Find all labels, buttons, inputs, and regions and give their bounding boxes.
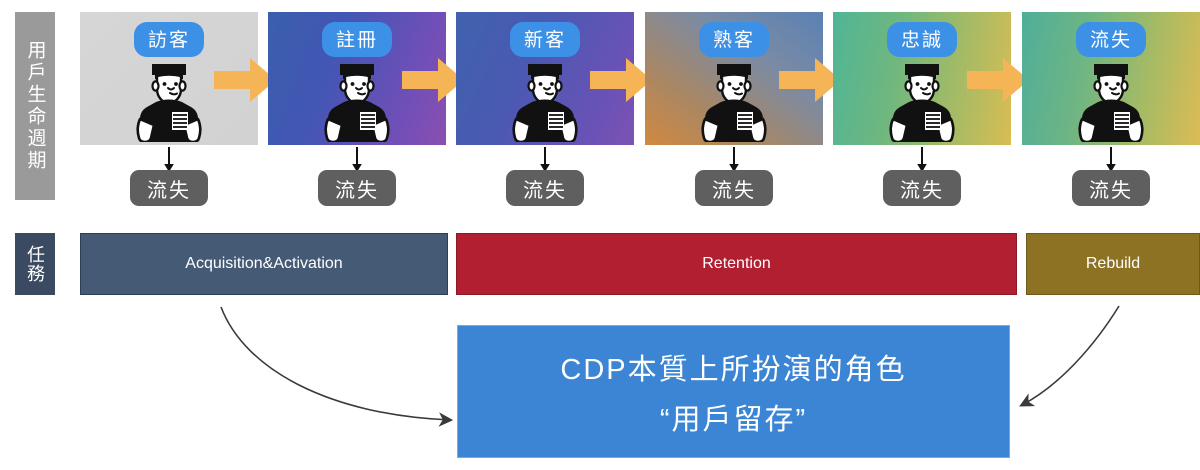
stage-label-chip: 新客 (509, 22, 581, 57)
stage-label-chip: 忠誠 (886, 22, 958, 57)
cdp-callout-box: CDP本質上所扮演的角色 “用戶留存” (457, 325, 1010, 458)
task-row-label: 任務 (15, 233, 55, 295)
lifecycle-stage-card[interactable]: 流失 (1022, 12, 1200, 145)
cdp-subtitle-line: “用戶留存” (659, 403, 808, 436)
churn-drop-arrow (162, 147, 176, 178)
task-bar[interactable]: Retention (456, 233, 1017, 295)
churn-drop-arrow-icon (917, 147, 927, 172)
left-curved-arrow (220, 306, 454, 427)
person-avatar-icon (324, 64, 390, 144)
flow-arrow-icon (214, 58, 276, 102)
stage-flow-arrow (590, 58, 652, 107)
churn-drop-arrow (1104, 147, 1118, 178)
stage-label-chip: 註冊 (321, 22, 393, 57)
churn-drop-arrow (538, 147, 552, 178)
churn-pill[interactable]: 流失 (506, 170, 584, 206)
stage-label-chip: 流失 (1075, 22, 1147, 57)
stage-label-chip: 熟客 (698, 22, 770, 57)
stage-label-chip: 訪客 (133, 22, 205, 57)
person-avatar-icon (512, 64, 578, 144)
right-curved-arrow (1019, 305, 1120, 407)
cdp-title-line: CDP本質上所扮演的角色 (560, 353, 907, 386)
churn-drop-arrow (915, 147, 929, 178)
flow-arrow-icon (402, 58, 464, 102)
stage-flow-arrow (402, 58, 464, 107)
churn-drop-arrow-icon (164, 147, 174, 172)
person-avatar-icon (701, 64, 767, 144)
stage-avatar (126, 46, 212, 147)
stage-avatar (314, 46, 400, 147)
churn-pill[interactable]: 流失 (1072, 170, 1150, 206)
person-avatar-icon (1078, 64, 1144, 144)
stage-avatar (879, 46, 965, 147)
churn-drop-arrow-icon (729, 147, 739, 172)
churn-drop-arrow-icon (1106, 147, 1116, 172)
stage-flow-arrow (779, 58, 841, 107)
stage-avatar (1068, 46, 1154, 147)
lifecycle-stage-card[interactable]: 新客 (456, 12, 634, 145)
lifecycle-row-label: 用戶生命週期 (15, 12, 55, 200)
churn-drop-arrow-icon (540, 147, 550, 172)
flow-arrow-icon (590, 58, 652, 102)
stage-avatar (502, 46, 588, 147)
stage-flow-arrow (967, 58, 1029, 107)
flow-arrow-icon (779, 58, 841, 102)
flow-arrow-icon (967, 58, 1029, 102)
person-avatar-icon (136, 64, 202, 144)
churn-pill[interactable]: 流失 (883, 170, 961, 206)
churn-drop-arrow (727, 147, 741, 178)
stage-flow-arrow (214, 58, 276, 107)
churn-drop-arrow (350, 147, 364, 178)
churn-drop-arrow-icon (352, 147, 362, 172)
task-bar[interactable]: Acquisition&Activation (80, 233, 448, 295)
task-bar[interactable]: Rebuild (1026, 233, 1200, 295)
person-avatar-icon (889, 64, 955, 144)
churn-pill[interactable]: 流失 (695, 170, 773, 206)
churn-pill[interactable]: 流失 (318, 170, 396, 206)
stage-avatar (691, 46, 777, 147)
churn-pill[interactable]: 流失 (130, 170, 208, 206)
